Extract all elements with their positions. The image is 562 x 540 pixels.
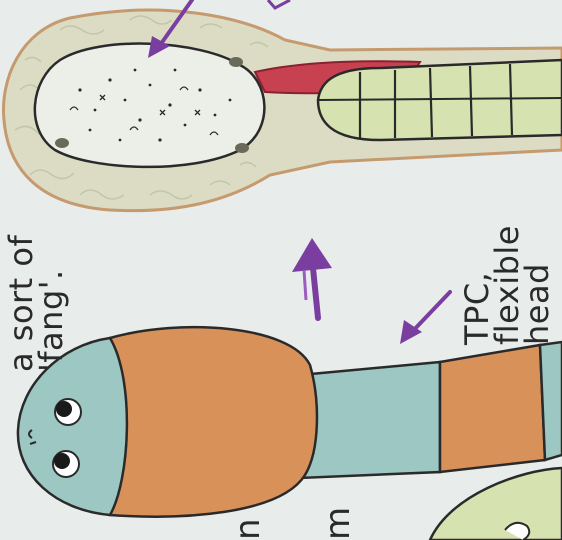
bottom-letter-n: n: [228, 518, 268, 540]
bottom-letter-m: m: [318, 507, 358, 540]
tpc-annotation-line-3: head: [522, 225, 552, 345]
fang-annotation: a sort of 'fang'.: [6, 235, 66, 372]
fang-annotation-line-2: 'fang'.: [36, 235, 66, 372]
tpc-annotation: TPC, flexible head: [462, 225, 552, 345]
